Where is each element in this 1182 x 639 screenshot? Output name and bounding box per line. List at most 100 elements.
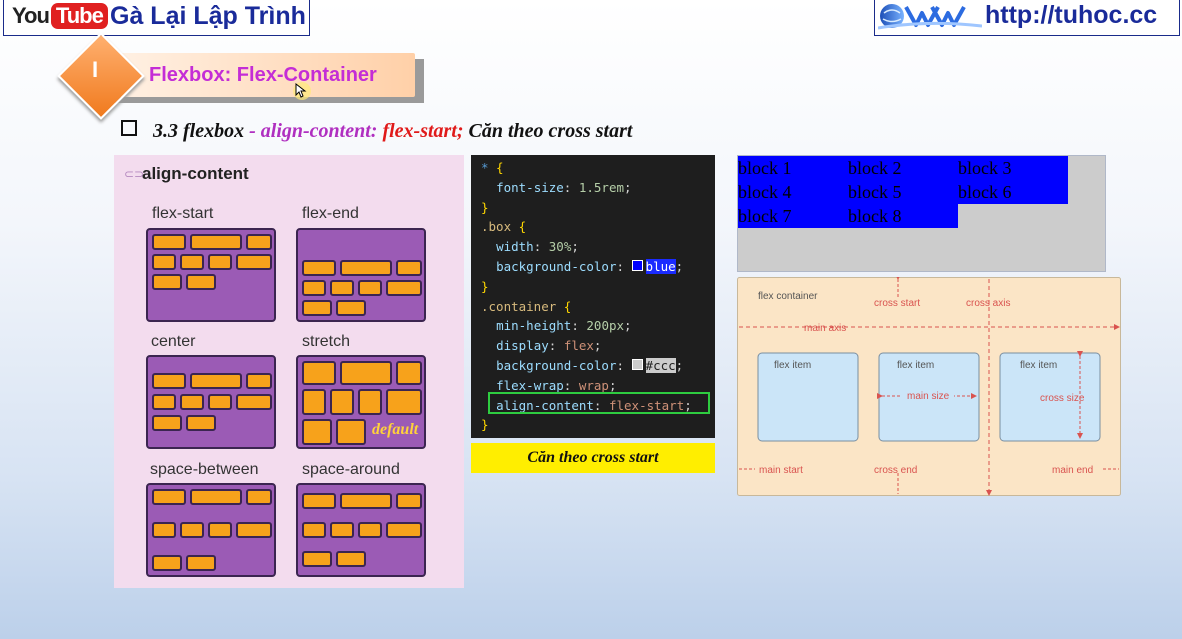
demo-block [236, 254, 272, 270]
youtube-logo-you: You [12, 3, 50, 28]
demo-block [208, 522, 232, 538]
result-block: block 6 [958, 180, 1068, 204]
demo-block [186, 415, 216, 431]
demo-block [208, 394, 232, 410]
demo-block [302, 260, 336, 276]
demo-block [152, 489, 186, 505]
demo-block [302, 493, 336, 509]
demo-block [246, 373, 272, 389]
main-size-label: main size [907, 391, 950, 402]
demo-block [180, 254, 204, 270]
demo-block [396, 493, 422, 509]
banner-title: Flexbox: Flex-Container [149, 64, 377, 86]
slide-subtitle: 3.3 flexbox - align-content: flex-start;… [121, 120, 632, 143]
demo-block [186, 274, 216, 290]
main-axis-label: main axis [804, 323, 846, 334]
result-block: block 4 [738, 180, 848, 204]
main-size-label-bg [902, 389, 954, 402]
label-flex-end: flex-end [302, 205, 359, 222]
demo-block [386, 389, 422, 415]
diagram-flex-container-label: flex container [758, 291, 818, 302]
code-line: flex-wrap: wrap; [496, 377, 617, 393]
label-stretch: stretch [302, 333, 351, 350]
demo-block [330, 280, 354, 296]
demo-block [386, 280, 422, 296]
section-diamond-icon [57, 32, 145, 120]
demo-block [358, 522, 382, 538]
label-center: center [151, 333, 196, 350]
code-line-highlighted: align-content: flex-start; [496, 397, 692, 413]
demo-block [302, 280, 326, 296]
demo-block [302, 389, 326, 415]
demo-block [396, 260, 422, 276]
checkbox-bullet-icon [121, 120, 137, 136]
flex-item-2: flex item main size [877, 352, 980, 442]
demo-block [180, 522, 204, 538]
demo-block [386, 522, 422, 538]
demo-block [336, 300, 366, 316]
flex-item-label: flex item [774, 360, 811, 371]
flex-item-label: flex item [897, 360, 934, 371]
demo-block [396, 361, 422, 385]
demo-block [340, 361, 392, 385]
demo-space-between [146, 483, 276, 577]
demo-block [358, 280, 382, 296]
result-block: block 1 [738, 156, 848, 180]
www-globe-icon [878, 4, 982, 30]
link-icon: ⊂⊃ [124, 167, 145, 181]
demo-block [152, 254, 176, 270]
demo-block [246, 234, 272, 250]
header-left-box: You Tube Gà Lại Lập Trình [3, 0, 310, 36]
code-line: background-color: #ccc; [496, 357, 684, 373]
subtitle-property: align-content: [260, 120, 383, 142]
label-flex-start: flex-start [152, 205, 214, 222]
demo-block [208, 254, 232, 270]
demo-block [340, 493, 392, 509]
demo-block [180, 394, 204, 410]
demo-block [302, 522, 326, 538]
demo-block [236, 522, 272, 538]
code-caption: Căn theo cross start [471, 443, 715, 473]
demo-block [190, 373, 242, 389]
cross-end-label: cross end [874, 465, 917, 476]
demo-block [152, 234, 186, 250]
result-block: block 8 [848, 204, 958, 228]
demo-block [302, 419, 332, 445]
demo-block [190, 489, 242, 505]
subtitle-dash: - [244, 120, 261, 142]
demo-block [152, 522, 176, 538]
result-block: block 5 [848, 180, 958, 204]
flex-container-result: block 1 block 2 block 3 block 4 block 5 … [737, 155, 1106, 272]
label-space-around: space-around [302, 461, 400, 478]
highlight-box [488, 392, 710, 414]
illustration-title: align-content [142, 164, 249, 183]
code-line: } [481, 417, 489, 433]
demo-block [152, 274, 182, 290]
demo-block [336, 551, 366, 567]
demo-block [302, 551, 332, 567]
code-line: font-size: 1.5rem; [496, 179, 632, 195]
code-line: display: flex; [496, 338, 602, 354]
demo-block [302, 361, 336, 385]
demo-flex-start [146, 228, 276, 322]
code-line: } [481, 278, 489, 294]
blue-swatch-icon [631, 259, 643, 271]
header-right-box: http://tuhoc.cc [874, 0, 1180, 36]
youtube-logo[interactable]: You Tube [12, 2, 108, 30]
default-label: default [372, 421, 419, 438]
demo-block [152, 394, 176, 410]
demo-block [340, 260, 392, 276]
code-line: .container { [481, 298, 572, 314]
result-block: block 3 [958, 156, 1068, 180]
site-url[interactable]: http://tuhoc.cc [985, 1, 1158, 29]
code-line: background-color: blue; [496, 258, 684, 274]
demo-block [186, 555, 216, 571]
demo-block [246, 489, 272, 505]
main-end-label: main end [1052, 465, 1093, 476]
flex-item-1: flex item [757, 352, 859, 442]
demo-block [236, 394, 272, 410]
section-number: I [92, 57, 99, 82]
section-banner: Flexbox: Flex-Container [105, 53, 415, 97]
flex-item-box [757, 352, 859, 442]
cross-start-label: cross start [874, 298, 920, 309]
